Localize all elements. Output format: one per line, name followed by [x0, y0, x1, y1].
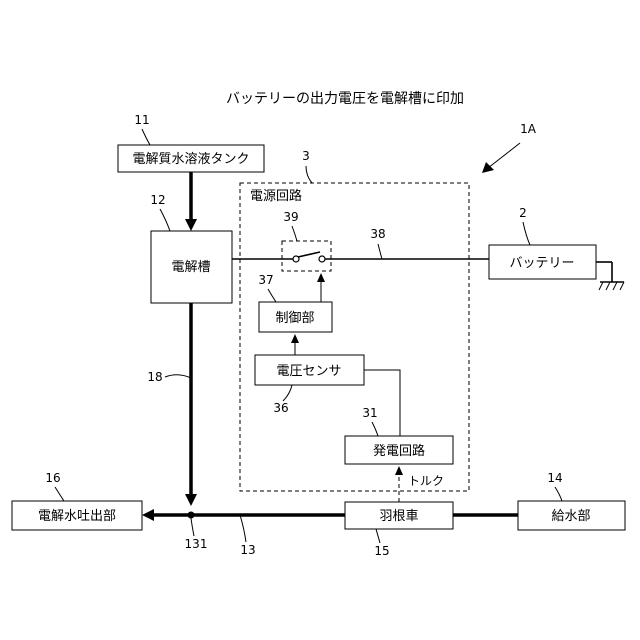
ground-hatch-4 [620, 282, 624, 290]
voltage-sensor-ref: 36 [273, 401, 288, 415]
pipe-main-ref-leader [240, 515, 246, 542]
power-circuit-ref: 3 [302, 149, 310, 163]
battery-label: バッテリー [509, 256, 574, 271]
battery-ref-leader [523, 222, 530, 245]
cell-to-junction-arrowhead [185, 494, 197, 506]
system-label: 1A [520, 122, 537, 136]
switch-ref-leader [292, 226, 297, 241]
outlet-ref-leader [55, 487, 64, 501]
outlet-label: 電解水吐出部 [38, 509, 116, 524]
controller-label: 制御部 [275, 311, 314, 326]
water-supply-ref-leader [555, 487, 562, 501]
water-supply-ref: 14 [547, 471, 562, 485]
generator-to-sensor-line [364, 370, 400, 436]
generator-ref: 31 [362, 406, 377, 420]
ground-hatch-1 [599, 282, 603, 290]
power-circuit-label: 電源回路 [250, 188, 302, 204]
cell-ref: 12 [150, 193, 165, 207]
ground-hatch-3 [613, 282, 617, 290]
water-supply-label: 給水部 [551, 509, 590, 524]
torque-arrowhead [395, 466, 403, 475]
system-leader-line [488, 143, 520, 168]
pipe-down-ref-leader [165, 375, 191, 378]
pipe-main-ref: 13 [240, 543, 255, 557]
generator-ref-leader [372, 422, 378, 436]
system-leader-arrowhead [482, 162, 494, 173]
controller-to-switch-arrowhead [317, 273, 325, 282]
switch-blade [298, 252, 320, 257]
impeller-ref-leader [376, 529, 380, 543]
pipe-down-ref: 18 [147, 370, 162, 384]
controller-ref: 37 [258, 273, 273, 287]
voltage-sensor-label: 電圧センサ [276, 364, 341, 379]
outlet-ref: 16 [45, 471, 60, 485]
tank-ref: 11 [134, 113, 149, 127]
diagram-title: バッテリーの出力電圧を電解槽に印加 [226, 91, 464, 107]
tank-to-cell-arrowhead [185, 219, 197, 231]
tank-ref-leader [142, 129, 150, 145]
wire-ref: 38 [370, 227, 385, 241]
impeller-ref: 15 [374, 544, 389, 558]
sensor-to-controller-arrowhead [291, 334, 299, 343]
ground-hatch-2 [606, 282, 610, 290]
battery-ref: 2 [519, 206, 527, 220]
power-circuit-leader [306, 166, 312, 183]
electrolytic-cell-label: 電解槽 [171, 260, 210, 275]
outlet-arrowhead [142, 509, 154, 521]
impeller-label: 羽根車 [379, 509, 418, 524]
switch-ref: 39 [283, 210, 298, 224]
cell-ref-leader [160, 209, 170, 231]
voltage-sensor-ref-leader [283, 385, 292, 401]
controller-ref-leader [268, 289, 276, 302]
wire-ref-leader [378, 244, 382, 259]
torque-label: トルク [408, 474, 444, 488]
junction-ref: 131 [185, 537, 208, 551]
junction-ref-leader [191, 518, 194, 536]
generator-label: 発電回路 [373, 443, 425, 459]
junction-dot [188, 512, 195, 519]
switch-contact-right [319, 256, 325, 262]
tank-label: 電解質水溶液タンク [132, 152, 249, 167]
